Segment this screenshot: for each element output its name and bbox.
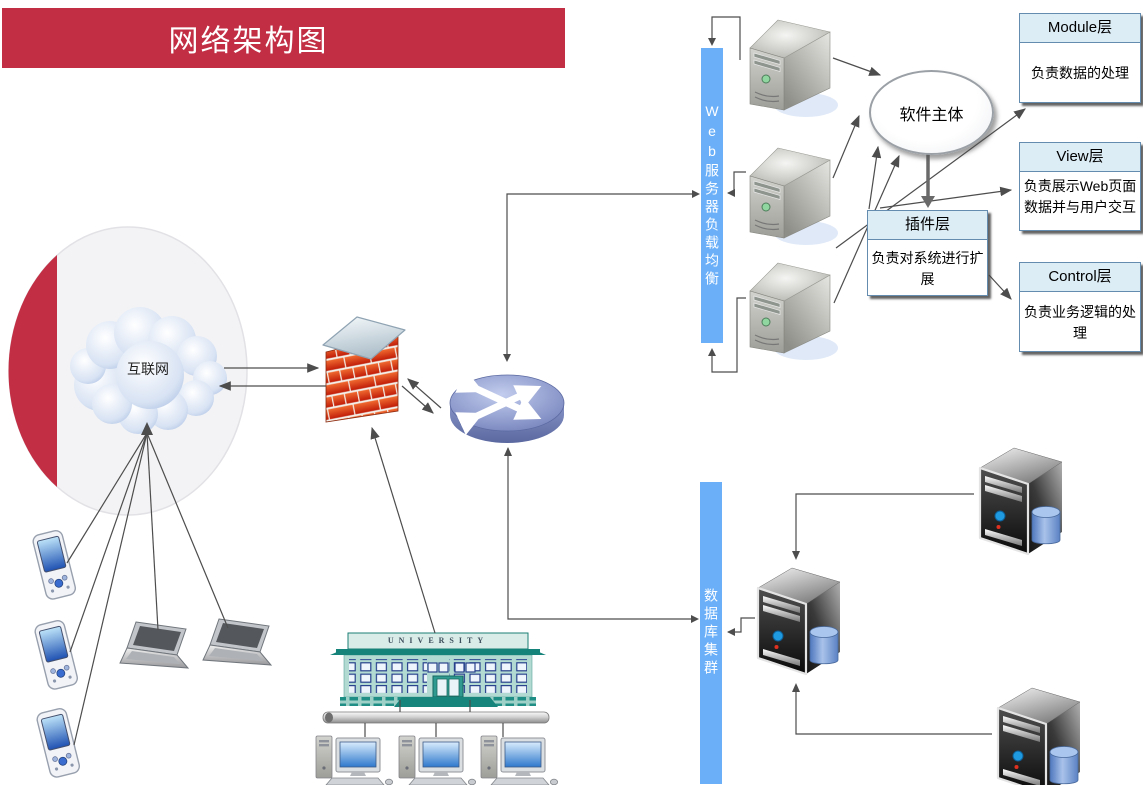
laptop-icon — [202, 618, 272, 666]
firewall-icon — [322, 316, 406, 423]
pda-icon — [31, 528, 78, 602]
module-layer-body: 负责数据的处理 — [1031, 65, 1129, 81]
database-server-icon — [978, 446, 1064, 556]
web-load-balancer-bar: Web服务器负载均衡 — [701, 48, 723, 343]
view-layer-title: View层 — [1020, 143, 1140, 172]
web-server-icon — [749, 147, 839, 246]
module-layer-title: Module层 — [1020, 14, 1140, 43]
view-layer-box: View层 负责展示Web页面数据并与用户交互 — [1019, 142, 1141, 231]
cloud-icon — [70, 307, 227, 434]
laptop-icon — [119, 621, 189, 669]
module-layer-box: Module层 负责数据的处理 — [1019, 13, 1141, 103]
university-sign: UNIVERSITY — [387, 636, 489, 645]
plugin-layer-body: 负责对系统进行扩展 — [871, 250, 984, 287]
control-layer-title: Control层 — [1020, 263, 1140, 292]
page-title: 网络架构图 — [168, 25, 329, 58]
university-building-icon — [330, 632, 546, 707]
database-server-icon — [756, 566, 842, 676]
control-layer-box: Control层 负责业务逻辑的处理 — [1019, 262, 1141, 352]
control-layer-body: 负责业务逻辑的处理 — [1024, 304, 1136, 341]
view-layer-body: 负责展示Web页面数据并与用户交互 — [1023, 178, 1137, 215]
web-server-icon — [749, 262, 839, 361]
database-cluster-bar: 数据库集群 — [700, 482, 722, 784]
software-body-label: 软件主体 — [899, 106, 964, 124]
pda-icon — [33, 618, 80, 692]
software-body-ellipse: 软件主体 — [869, 70, 994, 155]
internet-label: 互联网 — [127, 361, 169, 377]
database-cluster-label: 数据库集群 — [703, 588, 719, 678]
desktop-computer-icon — [398, 735, 477, 785]
router-icon — [449, 369, 565, 443]
desktop-computer-icon — [315, 735, 394, 785]
connector-lines — [66, 16, 1026, 746]
network-bus-icon — [322, 711, 550, 724]
plugin-layer-box: 插件层 负责对系统进行扩展 — [867, 210, 988, 296]
desktop-computer-icon — [480, 735, 559, 785]
database-server-icon — [996, 686, 1082, 785]
diagram-title-banner: 网络架构图 — [2, 8, 565, 68]
plugin-layer-title: 插件层 — [868, 211, 987, 240]
web-load-balancer-label: Web服务器负载均衡 — [704, 102, 720, 289]
web-server-icon — [749, 19, 839, 118]
